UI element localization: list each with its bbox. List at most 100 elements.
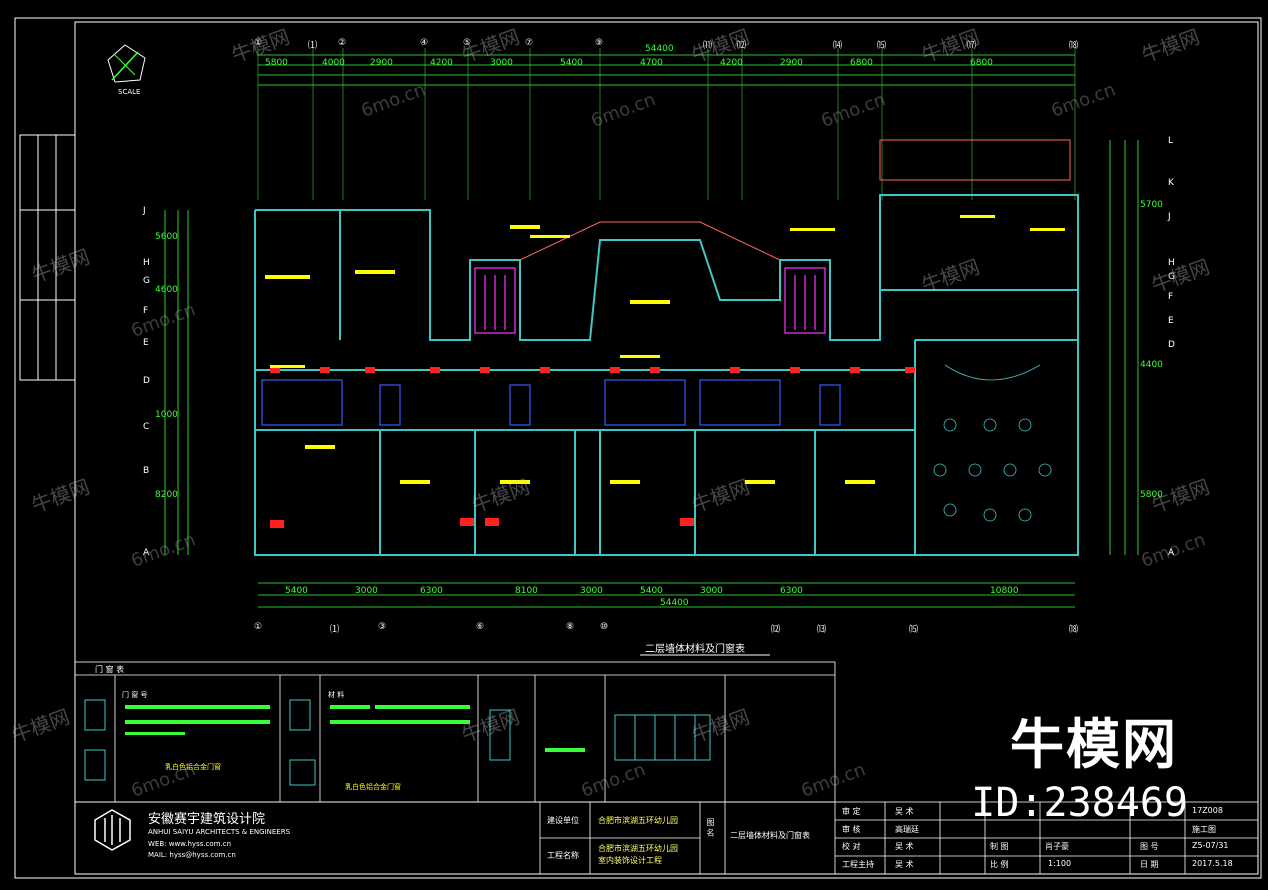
dimension-text-bottom: 3000 <box>580 586 603 596</box>
dimension-lines-bottom <box>258 582 1075 608</box>
dimension-text-bottom: 8100 <box>515 586 538 596</box>
company-logo-icon <box>94 809 131 851</box>
title-block-role: 工程主持 <box>842 860 874 869</box>
drawing-frame <box>14 17 1262 879</box>
axis-bubble-right: E <box>1168 316 1174 326</box>
hall-furniture <box>933 364 1052 522</box>
axis-bubble-right: L <box>1168 136 1174 146</box>
dimension-text-bottom: 5400 <box>640 586 663 596</box>
axis-bubble-top: ⑾ <box>703 41 713 51</box>
title-block-role: 校 对 <box>842 842 861 851</box>
axis-bubble-right: D <box>1168 340 1175 350</box>
project-value-2: 室内装饰设计工程 <box>598 856 662 865</box>
axis-bubble-top: ① <box>254 38 263 48</box>
axis-bubble-right: A <box>1168 548 1175 558</box>
project-number: 17Z008 <box>1192 806 1223 815</box>
axis-bubble-right: K <box>1168 178 1174 188</box>
axis-bubble-top: ⒂ <box>877 41 887 51</box>
north-arrow-icon <box>107 44 146 83</box>
door-table-note-2: 乳白色铝合金门窗 <box>345 783 401 791</box>
axis-bubble-top: ⒅ <box>1069 41 1079 51</box>
dimension-text-bottom: 3000 <box>355 586 378 596</box>
title-block-person: 吴 术 <box>895 842 914 851</box>
title-block-person: 高瑞廷 <box>895 825 919 834</box>
axis-bubble-left: C <box>143 422 150 432</box>
axis-bubble-bottom: ⑿ <box>771 625 781 635</box>
axis-bubble-top: ④ <box>420 38 429 48</box>
drawing-name-value: 二层墙体材料及门窗表 <box>730 831 810 840</box>
drafter-label: 制 图 <box>990 842 1009 851</box>
axis-bubble-right: G <box>1168 272 1175 282</box>
axis-bubble-right: J <box>1168 212 1171 222</box>
drawing-name-label: 图 名 <box>706 818 715 837</box>
restroom-fixtures <box>261 379 841 426</box>
door-elevations <box>84 699 711 786</box>
axis-bubble-top: ⑦ <box>525 38 534 48</box>
title-block-person: 吴 术 <box>895 860 914 869</box>
dimension-text-left: 8200 <box>155 490 178 500</box>
dimension-text-right: 4400 <box>1140 360 1163 370</box>
dimension-text-right: 5800 <box>1140 490 1163 500</box>
axis-bubble-top: ⑨ <box>595 38 604 48</box>
company-name-en: ANHUI SAIYU ARCHITECTS & ENGINEERS <box>148 828 291 836</box>
dimension-text-top: 5800 <box>265 58 288 68</box>
door-table-header: 门 窗 表 <box>95 665 125 674</box>
building-outline <box>254 194 1079 556</box>
axis-bubble-left: D <box>143 376 150 386</box>
project-label: 工程名称 <box>547 851 579 860</box>
dimension-text-right: 5700 <box>1140 200 1163 210</box>
dimension-text-top: 6800 <box>970 58 993 68</box>
brand-logo-text: 牛模网 <box>1010 713 1178 776</box>
axis-bubble-left: F <box>143 306 149 316</box>
dimension-text-left: 1000 <box>155 410 178 420</box>
date-label: 日 期 <box>1140 860 1159 869</box>
axis-bubble-top: ② <box>338 38 347 48</box>
title-block <box>74 801 1259 875</box>
dimension-text-bottom: 6300 <box>780 586 803 596</box>
dimension-lines-left <box>164 210 189 555</box>
axis-bubble-left: G <box>143 276 150 286</box>
axis-bubble-top: ⒄ <box>967 41 977 51</box>
axis-ticks-top <box>257 48 1076 200</box>
axis-bubble-left: E <box>143 338 149 348</box>
sheet-number: Z5-07/31 <box>1192 841 1229 850</box>
axis-bubble-bottom: ③ <box>378 622 387 632</box>
client-label: 建设单位 <box>547 816 579 825</box>
north-arrow-label: SCALE <box>118 88 141 96</box>
date-value: 2017.5.18 <box>1192 859 1233 868</box>
door-table-col-2: 材 料 <box>328 691 345 699</box>
dimension-text-top: 5400 <box>560 58 583 68</box>
dimension-text-bottom: 3000 <box>700 586 723 596</box>
material-labels <box>265 215 1065 484</box>
axis-bubble-bottom: ⑩ <box>600 622 609 632</box>
title-block-person: 吴 术 <box>895 807 914 816</box>
stair-cores <box>474 267 826 334</box>
dimension-text-top: 2900 <box>370 58 393 68</box>
scale-label: 比 例 <box>990 860 1009 869</box>
dimension-text-bottom: 10800 <box>990 586 1019 596</box>
axis-bubble-left: A <box>143 548 150 558</box>
table-fill-bars <box>125 705 585 752</box>
roof-annex-outline <box>519 139 1071 261</box>
axis-bubble-top: ⒁ <box>833 41 843 51</box>
dimension-text-top: 4200 <box>430 58 453 68</box>
dimension-text-top: 6800 <box>850 58 873 68</box>
project-value-1: 合肥市滨湖五环幼儿园 <box>598 844 678 853</box>
overall-dimension-top: 54400 <box>645 44 674 54</box>
drawing-title: 二层墙体材料及门窗表 <box>645 644 745 655</box>
axis-bubble-top: ⑴ <box>308 41 318 51</box>
axis-bubble-bottom: ⑧ <box>566 622 575 632</box>
model-id: ID:238469 <box>971 780 1188 826</box>
dimension-text-top: 3000 <box>490 58 513 68</box>
axis-bubble-left: J <box>143 206 146 216</box>
dimension-lines-right <box>1109 140 1139 555</box>
dimension-text-bottom: 5400 <box>285 586 308 596</box>
design-stage: 施工图 <box>1192 825 1216 834</box>
company-name: 安徽赛宇建筑设计院 <box>148 812 266 827</box>
scale-value: 1:100 <box>1048 859 1072 868</box>
title-block-role: 审 定 <box>842 807 861 816</box>
binding-strip <box>19 134 76 381</box>
axis-bubble-top: ⑤ <box>463 38 472 48</box>
axis-bubble-left: H <box>143 258 150 268</box>
axis-bubble-bottom: ① <box>254 622 263 632</box>
